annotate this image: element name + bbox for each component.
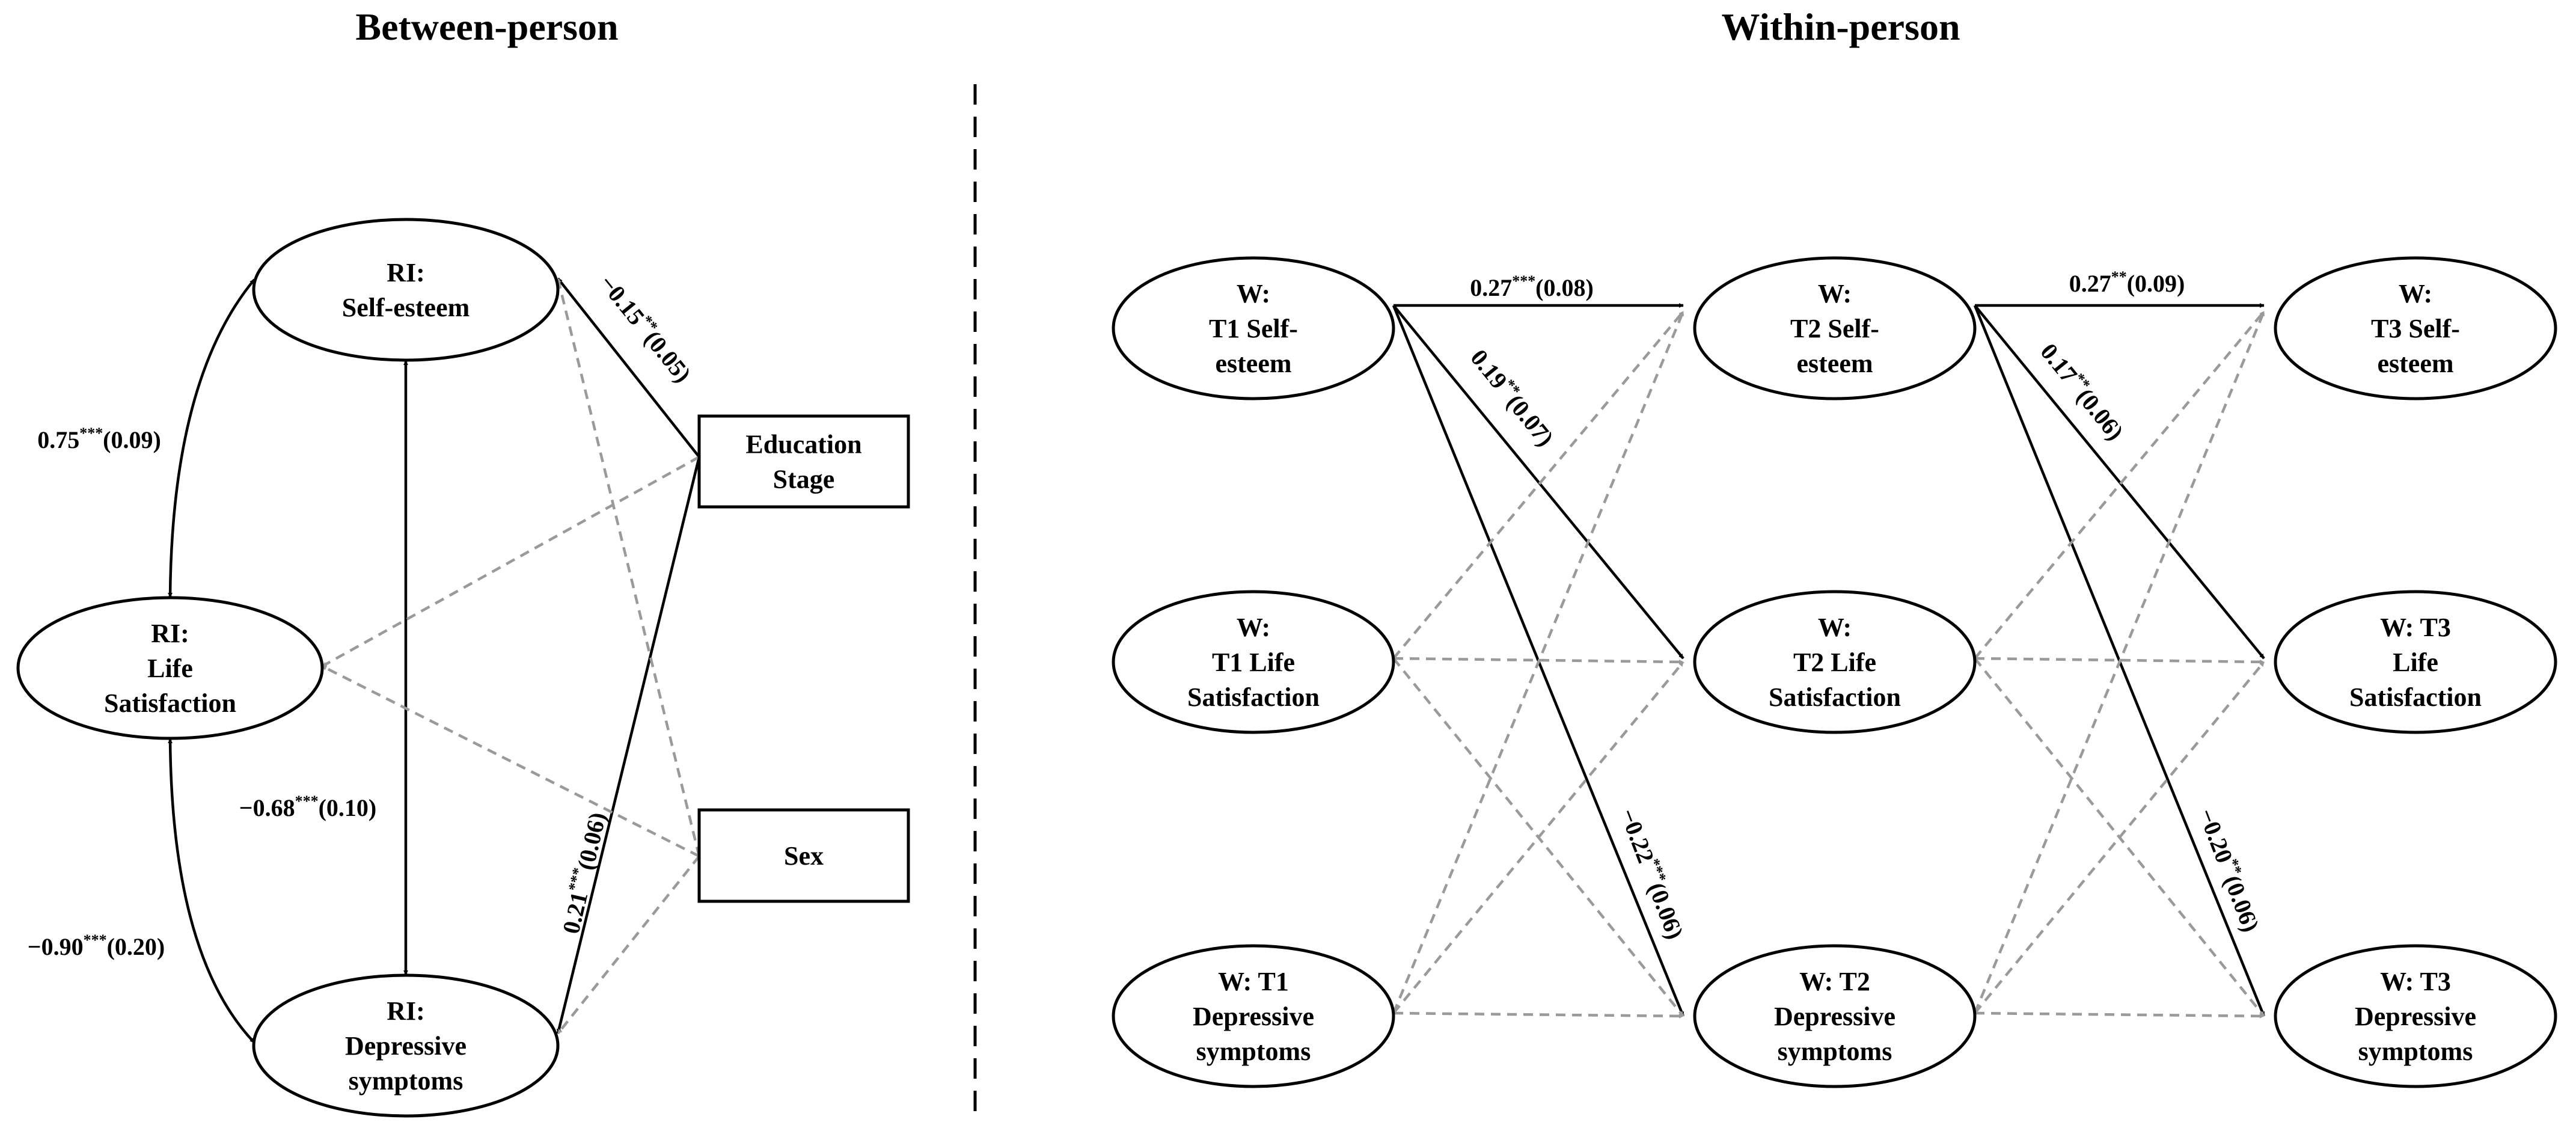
covariance-arrow-cov-ls-ds bbox=[168, 738, 255, 1044]
coefficient-label-edu-se: −0.15**(0.05) bbox=[594, 269, 698, 388]
node-ellipse bbox=[1693, 256, 1977, 400]
paths-layer bbox=[168, 277, 2266, 1044]
node-label-line: Depressive bbox=[345, 1031, 467, 1061]
node-label-line: symptoms bbox=[2358, 1037, 2473, 1066]
node-ellipse bbox=[2274, 944, 2557, 1088]
between-person-heading: Between-person bbox=[355, 5, 618, 48]
within-person-heading: Within-person bbox=[1721, 5, 1960, 48]
coefficient-label-cov-se-ls: 0.75***(0.09) bbox=[37, 424, 161, 453]
node-label-line: Depressive bbox=[1193, 1002, 1314, 1031]
node-label-line: Satisfaction bbox=[104, 688, 236, 718]
node-label-line: Stage bbox=[773, 465, 835, 494]
node-box bbox=[697, 808, 910, 903]
node-label-line: W: bbox=[1237, 613, 1270, 642]
node-label-line: T1 Self- bbox=[1209, 314, 1298, 343]
node-ri-ds: RI: Depressive symptoms bbox=[252, 973, 560, 1118]
regression-arrow-t2ds-t3se bbox=[1973, 311, 2266, 1014]
regression-arrow-t1ls-t2se bbox=[1392, 310, 1684, 660]
node-ellipse bbox=[1112, 590, 1395, 734]
node-label-line: W: bbox=[1818, 279, 1852, 308]
coefficient-label-cov-ls-ds: −0.90***(0.20) bbox=[28, 931, 165, 960]
node-label-line: symptoms bbox=[1778, 1037, 1892, 1066]
node-label-line: RI: bbox=[387, 996, 425, 1026]
node-label-line: Depressive bbox=[1774, 1002, 1895, 1031]
regression-arrow-sex-ds bbox=[557, 855, 700, 1035]
regression-arrow-sex-ls bbox=[321, 664, 700, 858]
coefficient-label-t2se-t3ls: 0.17**(0.06) bbox=[2035, 337, 2131, 446]
regression-arrow-t2ds-t3ds bbox=[1974, 1011, 2265, 1019]
node-label-line: Satisfaction bbox=[1187, 682, 1320, 712]
node-label-line: Depressive bbox=[2355, 1002, 2476, 1031]
node-w-t2-ds: W: T2 Depressive symptoms bbox=[1693, 944, 1977, 1088]
regression-arrow-t1ds-t2ls bbox=[1392, 661, 1684, 1014]
node-label-line: Life bbox=[2393, 648, 2438, 677]
node-label-line: Life bbox=[147, 654, 193, 683]
node-label-line: Sex bbox=[784, 841, 824, 871]
node-ellipse bbox=[1112, 256, 1395, 400]
node-label-line: RI: bbox=[387, 258, 425, 287]
node-w-t2-se: W: T2 Self-esteem bbox=[1693, 256, 1977, 400]
node-label-line: W: bbox=[1237, 279, 1270, 308]
node-ellipse bbox=[2274, 590, 2557, 734]
node-label-line: RI: bbox=[151, 619, 189, 648]
node-label-line: symptoms bbox=[1196, 1037, 1311, 1066]
node-ellipse bbox=[252, 218, 560, 362]
regression-arrow-t2se-t3ls bbox=[1974, 304, 2265, 660]
node-ellipse bbox=[16, 596, 324, 740]
node-label-line: W: bbox=[1818, 613, 1852, 642]
node-label-line: symptoms bbox=[349, 1066, 463, 1096]
node-label-line: Satisfaction bbox=[2349, 682, 2482, 712]
regression-arrow-edu-se bbox=[557, 277, 700, 458]
covariance-arrow-cov-se-ls bbox=[168, 278, 255, 598]
node-label-line: W: T2 bbox=[1799, 967, 1870, 996]
regression-arrow-t2ls-t3se bbox=[1974, 310, 2265, 660]
node-label-line: T2 Life bbox=[1793, 648, 1876, 677]
node-w-t1-ds: W: T1 Depressive symptoms bbox=[1112, 944, 1395, 1088]
node-label-line: esteem bbox=[1796, 349, 1873, 378]
node-box bbox=[697, 414, 910, 509]
coefficient-label-t2se-t3se: 0.27**(0.09) bbox=[2069, 268, 2185, 297]
regression-arrow-t1se-t2ls bbox=[1392, 304, 1684, 660]
node-label-line: esteem bbox=[2377, 349, 2453, 378]
node-label-line: W: T3 bbox=[2380, 613, 2451, 642]
node-ellipse bbox=[252, 973, 560, 1118]
nodes-layer: RI:Self-esteemRI:LifeSatisfactionRI:Depr… bbox=[16, 218, 2557, 1118]
regression-arrow-t1ds-t2ds bbox=[1393, 1011, 1684, 1019]
regression-arrow-t2ds-t3ls bbox=[1974, 661, 2265, 1014]
coefficient-label-edu-ds: 0.21***(0.06) bbox=[555, 809, 611, 936]
node-ellipse bbox=[1693, 590, 1977, 734]
coefficient-label-t1se-t2se: 0.27***(0.08) bbox=[1470, 272, 1594, 301]
node-label-line: W: T1 bbox=[1218, 967, 1289, 996]
regression-arrow-edu-ls bbox=[321, 456, 700, 667]
node-label-line: esteem bbox=[1215, 349, 1291, 378]
node-ellipse bbox=[2274, 256, 2557, 400]
node-ri-se: RI: Self-esteem bbox=[252, 218, 560, 362]
node-label-line: T3 Self- bbox=[2371, 314, 2460, 343]
coefficient-label-t1se-t2ls: 0.19**(0.07) bbox=[1465, 343, 1561, 452]
regression-arrow-sex-se bbox=[556, 278, 701, 857]
node-ellipse bbox=[1693, 944, 1977, 1088]
node-label-line: Education bbox=[745, 430, 861, 459]
node-label-line: Self-esteem bbox=[342, 293, 470, 322]
regression-arrow-t1ds-t2se bbox=[1392, 311, 1685, 1014]
coefficient-label-cov-se-ds: −0.68***(0.10) bbox=[239, 792, 376, 821]
node-label-line: T2 Self- bbox=[1790, 314, 1879, 343]
node-label-line: W: T3 bbox=[2380, 967, 2451, 996]
node-w-t1-se: W: T1 Self-esteem bbox=[1112, 256, 1395, 400]
regression-arrow-edu-ds bbox=[556, 456, 701, 1034]
node-w-t3-ds: W: T3 Depressive symptoms bbox=[2274, 944, 2557, 1088]
node-label-line: Satisfaction bbox=[1769, 682, 1901, 712]
node-w-t3-se: W: T3 Self-esteem bbox=[2274, 256, 2557, 400]
node-label-line: W: bbox=[2399, 279, 2432, 308]
node-label-line: T1 Life bbox=[1212, 648, 1295, 677]
node-ellipse bbox=[1112, 944, 1395, 1088]
node-sex: Sex bbox=[697, 808, 910, 903]
